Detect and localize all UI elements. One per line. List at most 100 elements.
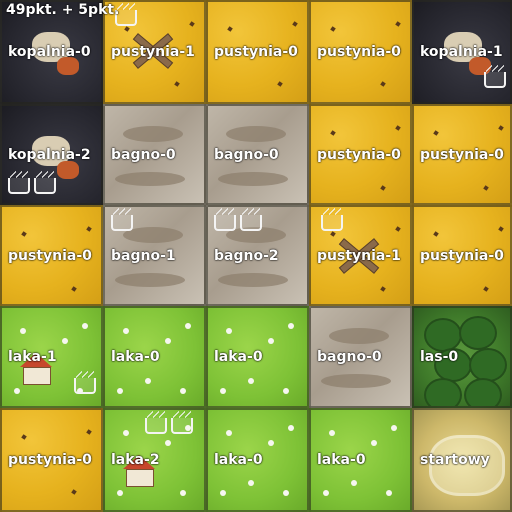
tile-bagno[interactable]: bagno-1 (103, 205, 206, 306)
flower-icon (268, 440, 274, 446)
tile-label: bagno-1 (111, 247, 176, 264)
tile-label: kopalnia-0 (8, 44, 91, 60)
flower-icon (180, 490, 186, 496)
cactus-icon (395, 21, 401, 27)
tile-laka[interactable]: laka-2 (103, 408, 206, 512)
ore-icon (57, 161, 79, 179)
tile-label: pustynia-0 (8, 247, 92, 264)
tree-icon (424, 378, 462, 406)
tile-kopalnia[interactable]: kopalnia-2 (0, 104, 103, 205)
tile-label: bagno-0 (111, 146, 176, 163)
flower-icon (117, 490, 123, 496)
tile-laka[interactable]: laka-0 (103, 306, 206, 408)
tile-kopalnia[interactable]: kopalnia-0 (0, 0, 103, 104)
flower-icon (62, 338, 68, 344)
flower-icon (117, 388, 123, 394)
flower-icon (391, 425, 397, 431)
cactus-icon (380, 185, 386, 191)
mud-icon (226, 126, 286, 142)
flower-icon (283, 388, 289, 394)
tile-label: laka-0 (214, 452, 263, 468)
tile-pustynia[interactable]: pustynia-0 (309, 0, 412, 104)
crown-icon (74, 371, 96, 394)
tile-pustynia[interactable]: pustynia-0 (0, 205, 103, 306)
flower-icon (248, 378, 254, 384)
house-icon (23, 367, 51, 385)
cactus-icon (124, 26, 130, 32)
ore-icon (57, 57, 79, 75)
tile-label: startowy (420, 452, 490, 468)
mud-icon (123, 126, 183, 142)
flower-icon (371, 440, 377, 446)
castle-icon (429, 435, 505, 496)
tile-pustynia[interactable]: pustynia-0 (206, 0, 309, 104)
flower-icon (288, 425, 294, 431)
flower-icon (226, 430, 232, 436)
flower-icon (248, 480, 254, 486)
mud-icon (226, 227, 286, 243)
mud-icon (321, 374, 391, 388)
cactus-icon (380, 286, 386, 292)
ore-icon (469, 57, 491, 75)
tile-bagno[interactable]: bagno-2 (206, 205, 309, 306)
tile-laka[interactable]: laka-1 (0, 306, 103, 408)
cactus-icon (380, 81, 386, 87)
cactus-icon (277, 81, 283, 87)
cactus-icon (292, 21, 298, 27)
mud-icon (115, 172, 185, 186)
tile-label: pustynia-0 (420, 146, 504, 163)
cactus-icon (483, 185, 489, 191)
flower-icon (180, 388, 186, 394)
cactus-icon (433, 231, 439, 237)
flower-icon (20, 328, 26, 334)
tile-bagno[interactable]: bagno-0 (103, 104, 206, 205)
tile-kopalnia[interactable]: kopalnia-1 (412, 0, 512, 104)
tile-pustynia[interactable]: pustynia-0 (412, 205, 512, 306)
tile-label: pustynia-0 (317, 44, 401, 60)
flower-icon (220, 490, 226, 496)
tile-pustynia[interactable]: pustynia-0 (0, 408, 103, 512)
tree-icon (459, 316, 497, 350)
tile-startowy[interactable]: startowy (412, 408, 512, 512)
mud-icon (329, 328, 389, 344)
cactus-icon (71, 286, 77, 292)
flower-icon (77, 388, 83, 394)
tile-bagno[interactable]: bagno-0 (309, 306, 412, 408)
cactus-icon (71, 489, 77, 495)
tile-label: bagno-0 (214, 146, 279, 163)
tile-pustynia[interactable]: pustynia-1 (103, 0, 206, 104)
flower-icon (329, 430, 335, 436)
house-icon (123, 455, 155, 469)
tile-pustynia[interactable]: pustynia-0 (412, 104, 512, 205)
tile-laka[interactable]: laka-0 (206, 306, 309, 408)
score-readout: 49pkt. + 5pkt. (6, 2, 120, 18)
mud-icon (115, 273, 185, 287)
flower-icon (283, 490, 289, 496)
tile-bagno[interactable]: bagno-0 (206, 104, 309, 205)
tile-label: las-0 (420, 349, 459, 365)
cactus-icon (395, 226, 401, 232)
tile-label: laka-1 (8, 349, 57, 365)
tile-laka[interactable]: laka-0 (206, 408, 309, 512)
tile-las[interactable]: las-0 (412, 306, 512, 408)
tree-icon (424, 318, 462, 352)
tile-pustynia[interactable]: pustynia-0 (309, 104, 412, 205)
tile-label: laka-0 (111, 349, 160, 365)
tile-pustynia[interactable]: pustynia-1 (309, 205, 412, 306)
crown-icon (321, 208, 343, 231)
cactus-icon (498, 226, 504, 232)
cactus-icon (86, 429, 92, 435)
tile-label: kopalnia-2 (8, 146, 91, 163)
tile-label: laka-0 (317, 452, 366, 468)
crown-icon (214, 208, 236, 231)
tile-label: pustynia-0 (8, 452, 92, 468)
flower-icon (82, 323, 88, 329)
crown-icon (484, 65, 506, 88)
flower-icon (123, 328, 129, 334)
tile-laka[interactable]: laka-0 (309, 408, 412, 512)
cactus-icon (498, 125, 504, 131)
tile-label: bagno-2 (214, 247, 279, 264)
tile-label: kopalnia-1 (420, 44, 503, 60)
tile-label: laka-0 (214, 349, 263, 365)
